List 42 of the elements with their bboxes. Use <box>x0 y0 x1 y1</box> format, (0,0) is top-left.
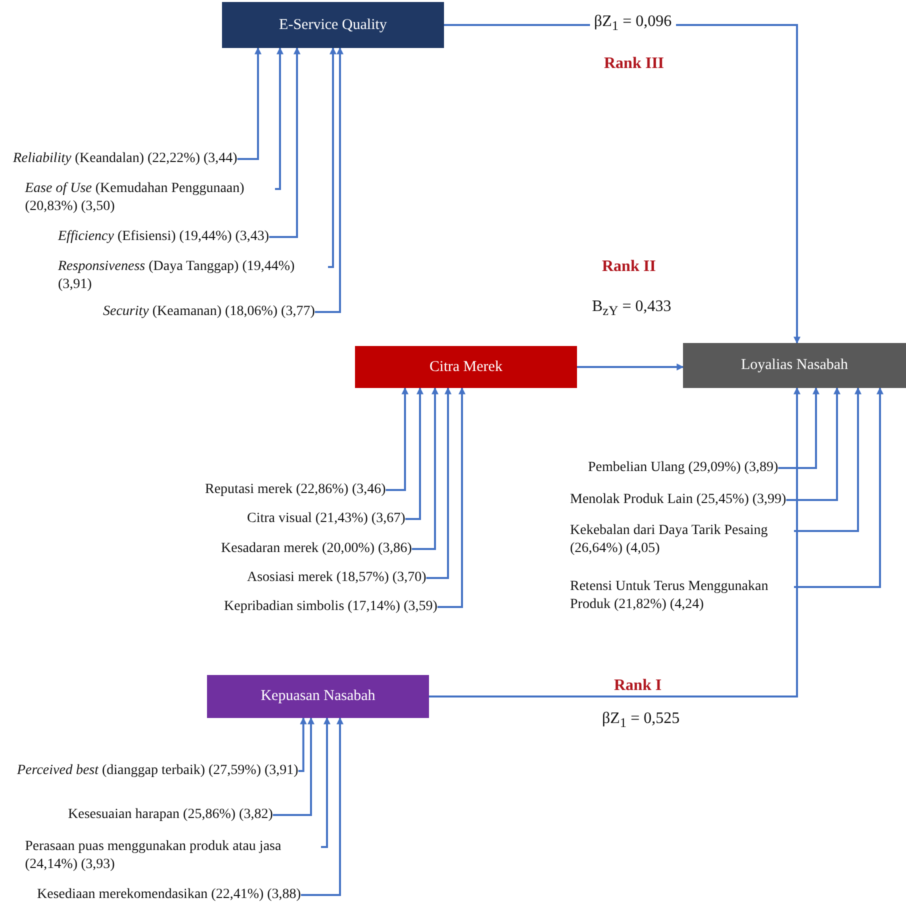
arrow <box>429 387 800 698</box>
construct-box: Loyalias Nasabah <box>683 343 906 388</box>
indicator-text: Kekebalan dari Daya Tarik Pesaing (26,64%) (4,05) <box>570 522 794 558</box>
indicator-text: Reliability (Keandalan) (22,22%) (3,44) <box>13 150 238 168</box>
arrow <box>272 717 314 816</box>
arrow <box>577 364 684 370</box>
arrow <box>237 47 262 160</box>
arrow <box>386 387 408 491</box>
indicator-text: Retensi Untuk Terus Menggunakan Produk (21,82%) (4,24) <box>570 578 794 614</box>
indicator-text: Kesesuaian harapan (25,86%) (3,82) <box>68 806 273 824</box>
construct-box: E-Service Quality <box>222 2 444 48</box>
indicator-text: Kepribadian simbolis (17,14%) (3,59) <box>224 598 438 616</box>
construct-box: Kepuasan Nasabah <box>207 675 429 718</box>
arrow <box>269 47 300 238</box>
arrow <box>275 47 284 190</box>
arrow <box>321 717 330 848</box>
arrow <box>786 387 840 501</box>
indicator-text: Perceived best (dianggap terbaik) (27,59%) (3,91) <box>17 762 298 780</box>
indicator-text: Security (Keamanan) (18,06%) (3,77) <box>103 303 315 322</box>
arrow <box>412 387 438 550</box>
indicator-text: Efficiency (Efisiensi) (19,44%) (3,43) <box>58 228 270 246</box>
arrow <box>314 47 344 313</box>
indicator-text: Asosiasi merek (18,57%) (3,70) <box>247 569 426 588</box>
indicator-text: Kesadaran merek (20,00%) (3,86) <box>221 540 412 558</box>
indicator-text: Citra visual (21,43%) (3,67) <box>247 510 406 528</box>
indicator-text: Menolak Produk Lain (25,45%) (3,99) <box>570 491 786 510</box>
arrow <box>298 717 307 772</box>
indicator-text: Ease of Use (Kemudahan Penggunaan) (20,83%) (3,50) <box>25 180 275 216</box>
arrow <box>794 387 862 532</box>
arrow <box>794 387 884 588</box>
indicator-text: Reputasi merek (22,86%) (3,46) <box>205 481 386 500</box>
construct-box: Citra Merek <box>355 346 577 388</box>
arrow <box>778 387 820 469</box>
arrow <box>328 47 336 268</box>
arrow <box>405 387 424 520</box>
arrow <box>426 387 452 579</box>
indicator-text: Pembelian Ulang (29,09%) (3,89) <box>588 459 778 478</box>
indicator-text: Responsiveness (Daya Tanggap) (19,44%) (3,91) <box>58 258 328 294</box>
indicator-text: Kesediaan merekomendasikan (22,41%) (3,88) <box>37 886 301 904</box>
arrow <box>300 717 344 896</box>
indicator-text: Perasaan puas menggunakan produk atau jasa (24,14%) (3,93) <box>25 838 321 874</box>
arrow <box>437 387 466 608</box>
